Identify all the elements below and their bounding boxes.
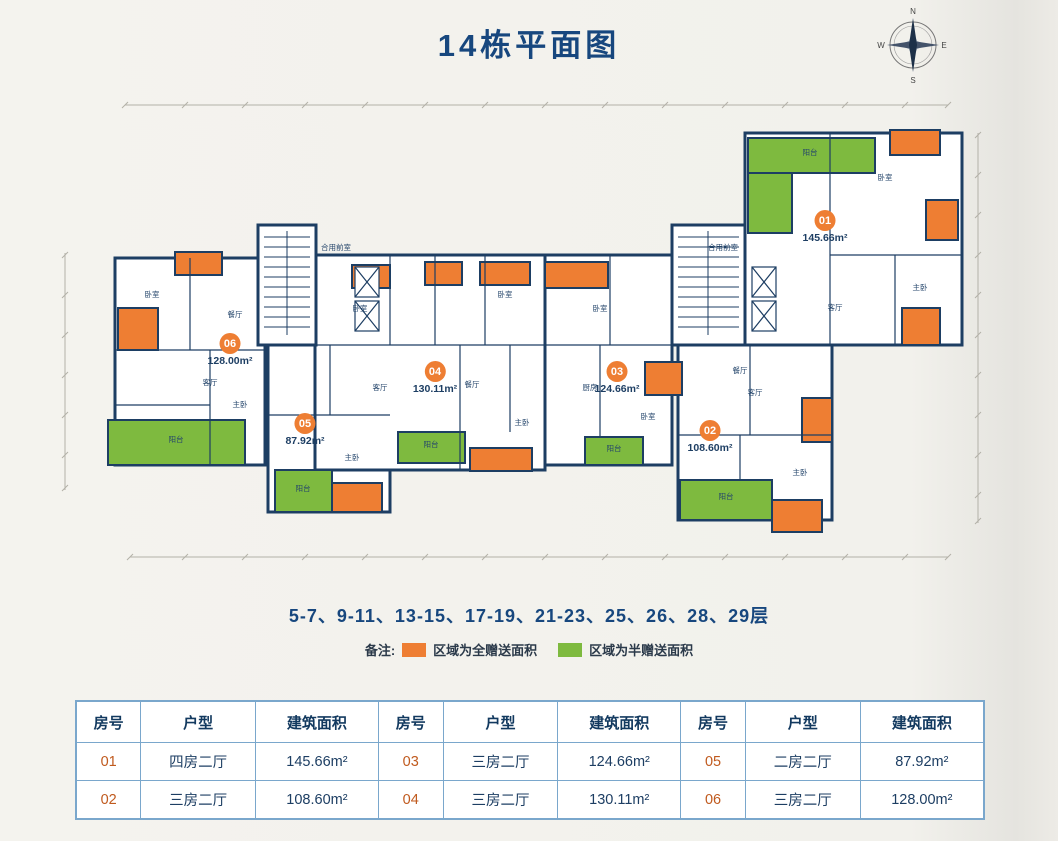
col-header-area: 建筑面积 (557, 700, 682, 743)
compass-south-label: S (910, 76, 915, 84)
room-label: 主卧 (793, 467, 808, 477)
compass-west-label: W (877, 41, 885, 50)
room-label: 厨房 (583, 382, 598, 392)
half-gift-label: 区域为半赠送面积 (589, 643, 694, 658)
cell-unit-type: 三房二厅 (442, 742, 559, 781)
cell-area: 124.66m² (557, 742, 682, 781)
table-row: 01 四房二厅 145.66m² 03 三房二厅 124.66m² 05 二房二… (75, 742, 985, 781)
cell-room-no: 04 (377, 780, 444, 820)
room-label: 餐厅 (733, 366, 748, 375)
cell-room-no: 06 (680, 780, 746, 820)
room-label: 餐厅 (228, 310, 243, 319)
room-label: 主卧 (913, 282, 928, 292)
room-label: 餐厅 (465, 380, 480, 389)
room-label: 阳台 (169, 434, 184, 444)
cell-unit-type: 三房二厅 (140, 780, 257, 820)
room-label: 阳台 (296, 483, 311, 493)
cell-room-no: 05 (680, 742, 746, 781)
unit-badge-04: 04 (424, 361, 446, 382)
col-header-area: 建筑面积 (859, 700, 985, 743)
unit-tag-05: 05 87.92m² (285, 413, 325, 447)
compass-north-label: N (910, 7, 916, 16)
unit-area-02: 108.60m² (687, 442, 733, 454)
cell-area: 108.60m² (255, 780, 379, 820)
dimension-lines (61, 101, 982, 561)
unit-area-06: 128.00m² (207, 355, 253, 367)
stairs (264, 231, 739, 335)
room-label: 合用前室 (708, 242, 738, 252)
full-gift-swatch (402, 642, 427, 657)
unit-tag-02: 02 108.60m² (687, 420, 733, 454)
unit-tag-04: 04 130.11m² (413, 361, 457, 395)
unit-badge-02: 02 (699, 420, 721, 441)
compass-rose: N S W E (877, 7, 946, 85)
room-label: 客厅 (203, 377, 218, 387)
floor-plan-drawing: 合用前室 合用前室 阳台 阳台 阳台 阳台 阳台 阳台 客厅 客厅 客厅 客厅 … (61, 101, 982, 561)
room-label: 客厅 (828, 302, 843, 312)
unit-tag-01: 01 145.66m² (802, 210, 848, 244)
unit-area-01: 145.66m² (802, 232, 848, 244)
unit-tag-03: 03 124.66m² (594, 361, 640, 395)
cell-room-no: 03 (377, 742, 444, 781)
col-header-area: 建筑面积 (255, 700, 379, 743)
cell-room-no: 01 (75, 742, 142, 781)
full-gift-label: 区域为全赠送面积 (433, 643, 538, 658)
cell-area: 128.00m² (859, 780, 985, 820)
col-header-room-no: 房号 (680, 700, 746, 743)
room-label: 卧室 (878, 172, 893, 182)
floor-plan: 合用前室 合用前室 阳台 阳台 阳台 阳台 阳台 阳台 客厅 客厅 客厅 客厅 … (40, 85, 1020, 590)
room-label: 阳台 (719, 491, 734, 501)
compass: N S W E (876, 6, 950, 85)
unit-badge-05: 05 (294, 413, 316, 434)
legend: 备注: 区域为全赠送面积 区域为半赠送面积 (0, 640, 1058, 659)
room-label: 卧室 (145, 289, 160, 299)
cell-room-no: 02 (75, 780, 142, 820)
interior-walls (115, 133, 962, 480)
room-labels: 合用前室 合用前室 阳台 阳台 阳台 阳台 阳台 阳台 客厅 客厅 客厅 客厅 … (145, 147, 928, 501)
compass-east-label: E (941, 41, 946, 50)
cell-unit-type: 三房二厅 (744, 780, 861, 820)
room-label: 卧室 (353, 303, 368, 313)
unit-area-03: 124.66m² (594, 383, 640, 395)
room-label: 客厅 (373, 382, 388, 392)
room-label: 卧室 (593, 303, 608, 313)
cell-unit-type: 四房二厅 (140, 742, 257, 781)
col-header-room-no: 房号 (75, 700, 142, 743)
col-header-unit-type: 户型 (442, 700, 559, 743)
room-label: 阳台 (607, 443, 622, 453)
floors-note: 5-7、9-11、13-15、17-19、21-23、25、26、28、29层 (288, 606, 770, 626)
room-label: 客厅 (748, 387, 763, 397)
cell-area: 87.92m² (859, 742, 985, 781)
unit-badge-01: 01 (814, 210, 836, 231)
room-label: 卧室 (498, 289, 513, 299)
room-label: 合用前室 (321, 242, 351, 252)
room-label: 主卧 (233, 399, 248, 409)
room-label: 阳台 (803, 147, 818, 157)
cell-area: 130.11m² (557, 780, 682, 820)
room-label: 主卧 (515, 417, 530, 427)
units-table: 房号 户型 建筑面积 房号 户型 建筑面积 房号 户型 建筑面积 01 四房二厅… (75, 700, 985, 820)
unit-03-block (543, 253, 674, 467)
cell-unit-type: 三房二厅 (442, 780, 559, 820)
table-row: 02 三房二厅 108.60m² 04 三房二厅 130.11m² 06 三房二… (75, 780, 985, 820)
legend-title: 备注: (364, 643, 396, 658)
table-header-row: 房号 户型 建筑面积 房号 户型 建筑面积 房号 户型 建筑面积 (75, 700, 985, 743)
room-label: 主卧 (345, 452, 360, 462)
room-label: 阳台 (424, 439, 439, 449)
half-gift-areas (107, 137, 876, 521)
unit-tag-06: 06 128.00m² (207, 333, 253, 367)
elevators (354, 266, 777, 332)
unit-badge-06: 06 (219, 333, 241, 354)
cell-area: 145.66m² (255, 742, 379, 781)
col-header-room-no: 房号 (377, 700, 444, 743)
unit-area-05: 87.92m² (285, 435, 325, 447)
col-header-unit-type: 户型 (140, 700, 257, 743)
cell-unit-type: 二房二厅 (744, 742, 861, 781)
page-title: 14栋平面图 (437, 28, 621, 63)
half-gift-swatch (558, 642, 583, 657)
col-header-unit-type: 户型 (744, 700, 861, 743)
room-label: 卧室 (641, 411, 656, 421)
unit-area-04: 130.11m² (412, 383, 458, 395)
unit-badge-03: 03 (606, 361, 628, 382)
